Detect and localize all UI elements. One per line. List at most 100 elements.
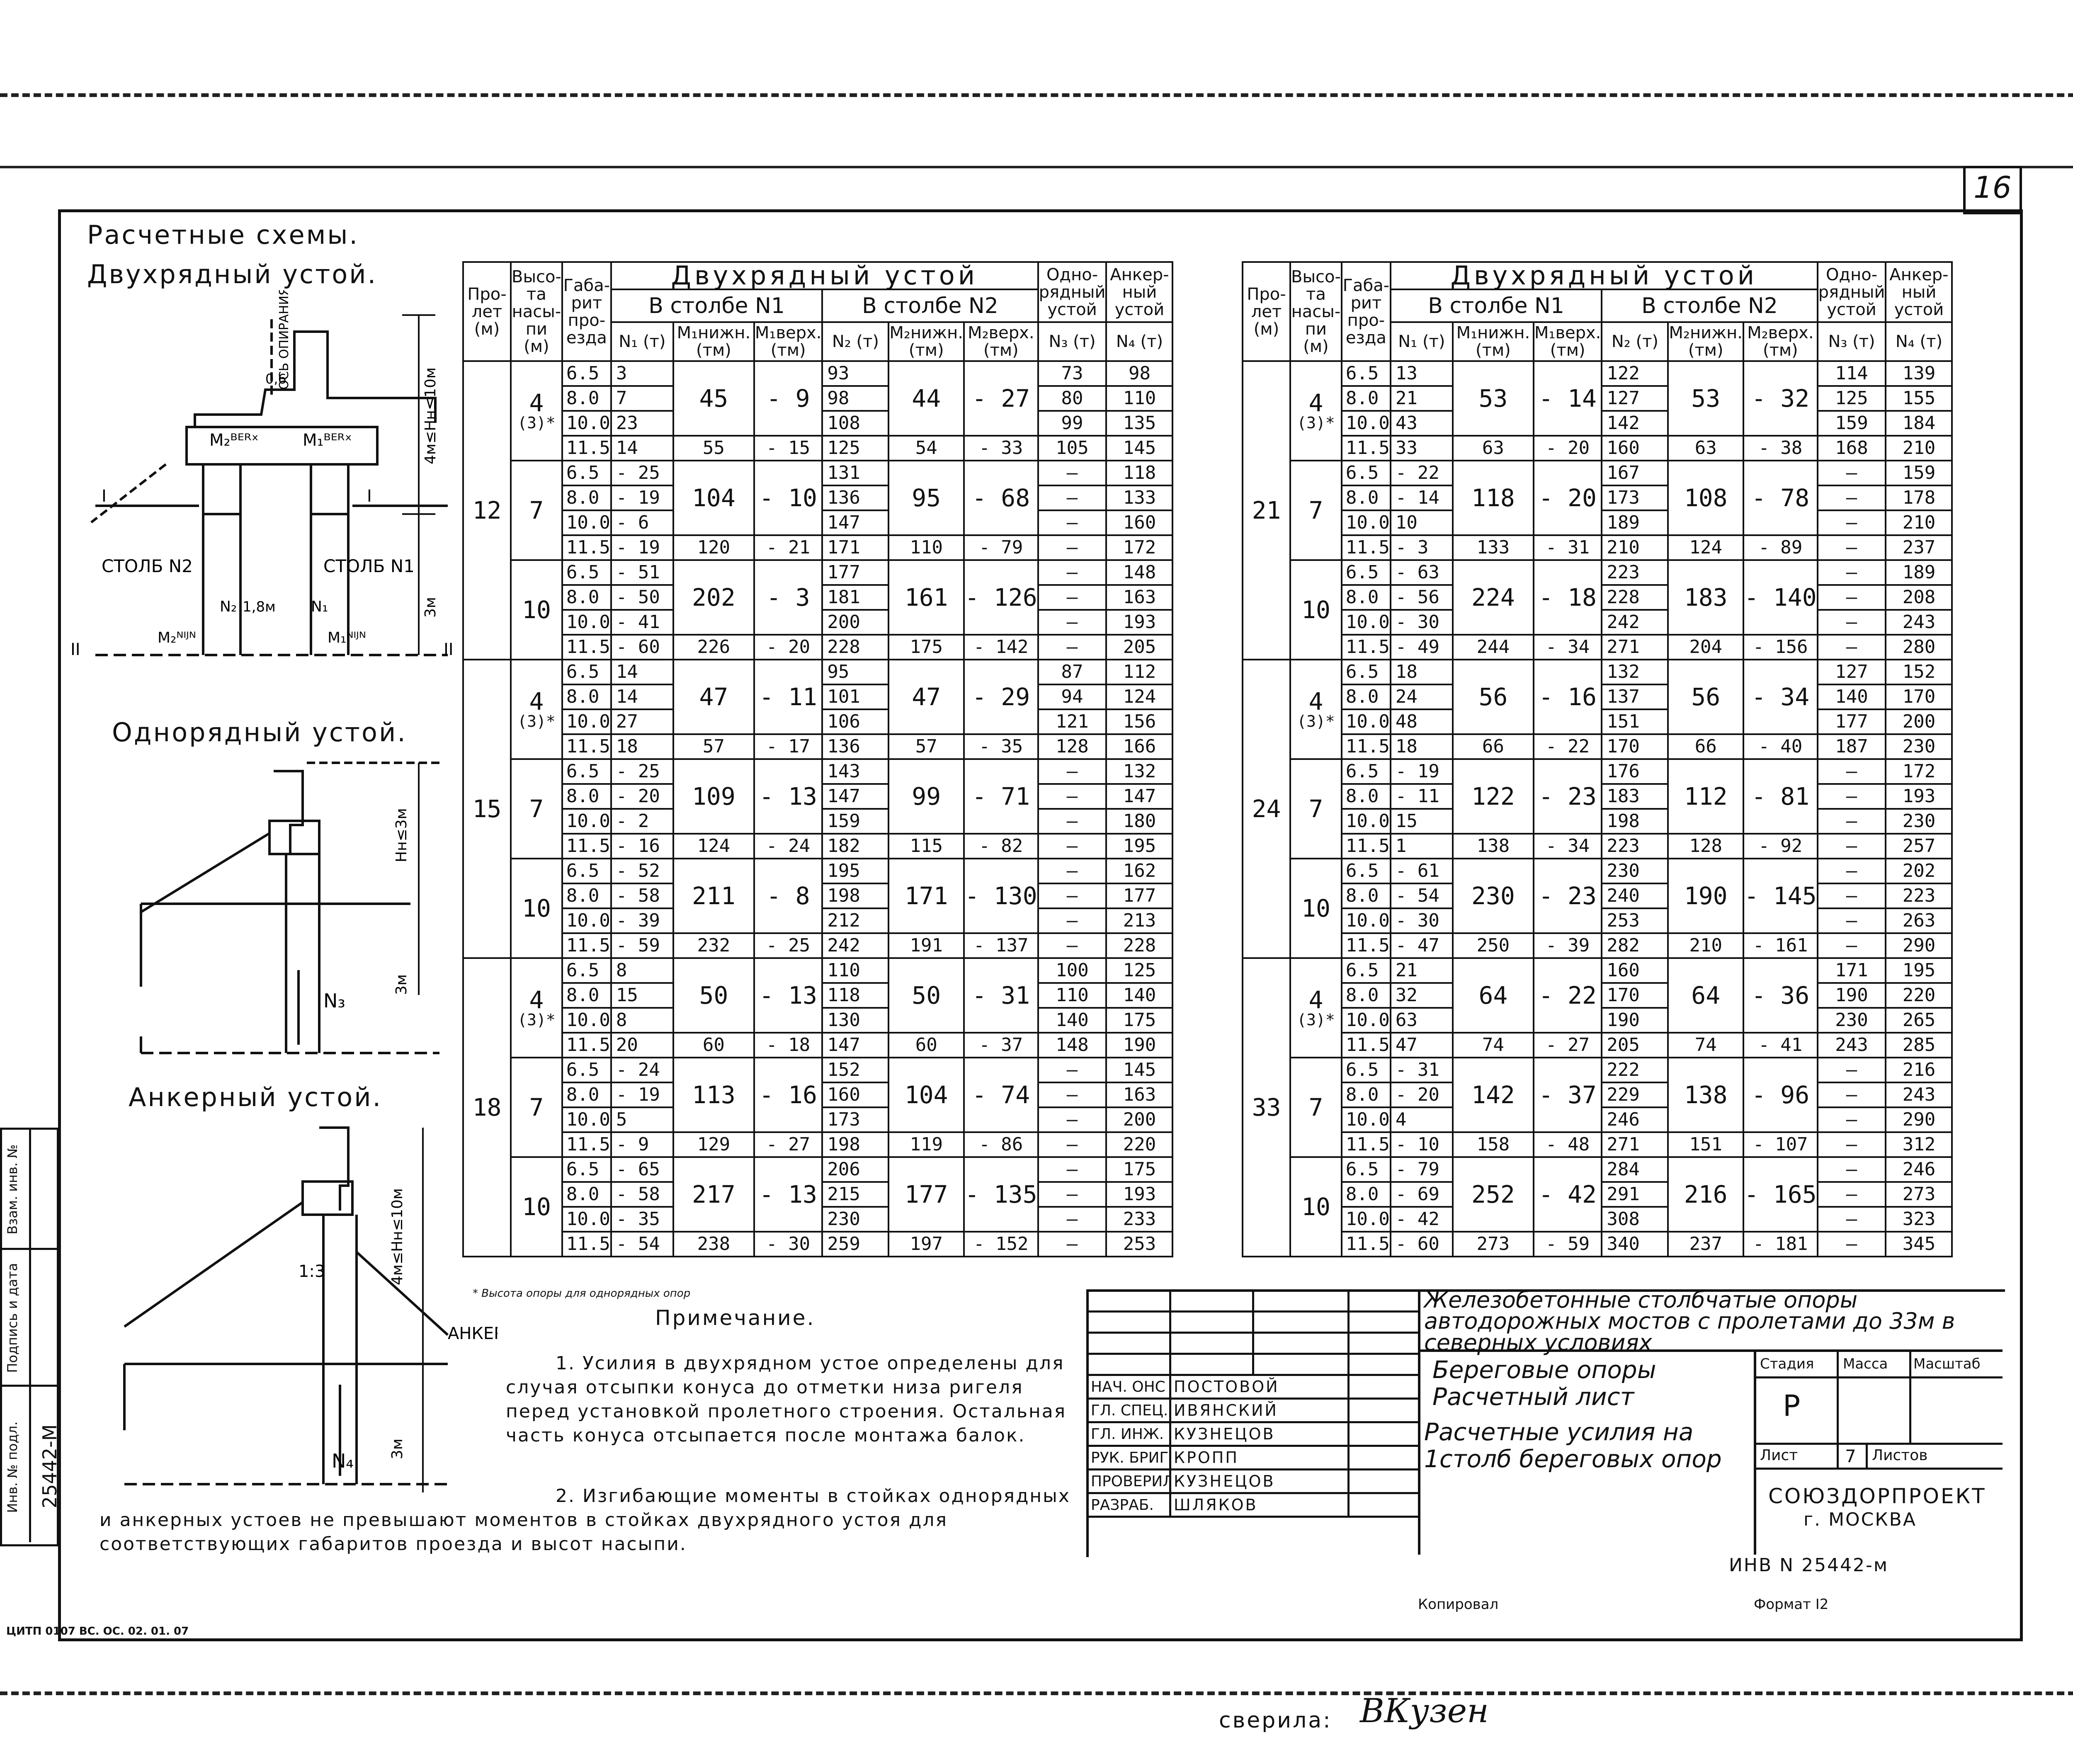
n1-value: - 19 [610,1082,674,1108]
anchor-abutment-title: Анкерный устой. [129,1082,383,1112]
m1-upper-value: - 18 [1532,559,1603,636]
clearance-value: 6.5 [1340,559,1391,586]
m2-upper-value: - 79 [963,534,1039,561]
forces-table-right: Про-лет (м)Высо-та насы-пи (м)Габа-рит п… [1242,261,1953,1257]
m1-bot-label: M₁ᴺᴵᴶᴺ [328,629,366,646]
n2-value: 223 [1601,559,1669,586]
n1-value: - 30 [1389,907,1454,934]
clearance-value: 6.5 [1340,1057,1391,1083]
clearance-value: 6.5 [561,758,612,785]
n3-value: — [1816,559,1887,586]
n4-value: 205 [1105,634,1174,660]
n3-value: — [1816,883,1887,909]
n2-value: 160 [1601,957,1669,984]
n3-value: — [1037,559,1107,586]
m2-lower-value: 119 [888,1131,965,1158]
m2-upper-value: - 74 [963,1057,1039,1133]
m1-top-label: M₁ᴮᴱᴿˣ [303,431,352,450]
m1-lower-value: 273 [1452,1231,1534,1257]
n4-value: 200 [1885,709,1953,735]
n2-value: 181 [821,584,890,611]
n1-value: 5 [610,1106,674,1133]
n2-value: 159 [821,808,890,835]
clearance-value: 11.5 [1340,833,1391,859]
m1-upper-value: - 31 [1532,534,1603,561]
clearance-value: 10.0 [1340,510,1391,536]
m1-lower-value: 224 [1452,559,1534,636]
stamp-blank-cell [1347,1289,1420,1313]
m1-lower-value: 50 [672,957,755,1034]
n1-value: - 2 [610,808,674,835]
n4-label: N₄ [332,1450,354,1472]
clearance-value: 10.0 [1340,609,1391,636]
n1-value: 8 [610,1007,674,1034]
fill-height-alt: (3)* [1297,1011,1335,1029]
n4-value: 190 [1105,1032,1174,1058]
n2-value: 242 [1601,609,1669,636]
n3-value: — [1816,1057,1887,1083]
n4-value: 208 [1885,584,1953,611]
m2-upper-value: - 32 [1743,360,1818,437]
m1-upper-value: - 20 [1532,435,1603,461]
stamp-blank-cell [1252,1310,1350,1334]
header-span: Про-лет (м) [462,261,512,362]
n3-value: 159 [1816,410,1887,437]
clearance-value: 11.5 [561,534,612,561]
header-fill-height: Высо-та насы-пи (м) [510,261,563,362]
m1-upper-value: - 23 [1532,758,1603,835]
n2-value: 228 [1601,584,1669,611]
n3-value: 110 [1037,982,1107,1009]
fill-height-value: 7 [510,460,563,561]
fill-height-main: 10 [1301,596,1330,624]
clearance-value: 6.5 [1340,858,1391,884]
m2-lower-value: 190 [1667,858,1745,934]
n3-value: — [1037,1082,1107,1108]
mass-label: Масса [1843,1356,1888,1372]
name-cell: ШЛЯКОВ [1169,1492,1350,1518]
n3-value: 73 [1037,360,1107,387]
n1-value: - 79 [1389,1156,1454,1183]
n4-value: 210 [1885,510,1953,536]
m1-upper-value: - 25 [753,932,823,959]
n1-value: - 56 [1389,584,1454,611]
n1-value: - 69 [1389,1181,1454,1208]
n1-value: - 58 [610,1181,674,1208]
n4-value: 125 [1105,957,1174,984]
m2-upper-value: - 68 [963,460,1039,536]
clearance-value: 6.5 [561,957,612,984]
slope-label: 1:3 [299,1262,325,1281]
clearance-value: 8.0 [1340,684,1391,710]
anchor-abutment-scheme: 4м≤Hн≤10м 1:3 АНКЕР 3м N₄ [123,1126,498,1492]
m1-upper-value: - 27 [1532,1032,1603,1058]
header-m1v: M₁верх.(тм) [1532,321,1603,362]
m1-lower-value: 133 [1452,534,1534,561]
n3-value: — [1816,907,1887,934]
fill-height-main: 10 [1301,894,1330,922]
m1-upper-value: - 21 [753,534,823,561]
m2-upper-value: - 135 [963,1156,1039,1233]
n2-value: 152 [821,1057,890,1083]
m2-upper-value: - 145 [1743,858,1818,934]
schemes-title: Расчетные схемы. [87,220,359,250]
n2-value: 229 [1601,1082,1669,1108]
m1-lower-value: 232 [672,932,755,959]
fill-height-value: 4(3)* [510,957,563,1058]
n1-value: 32 [1389,982,1454,1009]
span-value: 15 [462,659,512,959]
n4-value: 110 [1105,385,1174,412]
clearance-value: 10.0 [561,1206,612,1233]
inv-note: ИНВ N 25442-м [1729,1555,1889,1576]
fill-height-value: 4(3)* [510,360,563,461]
table-footnote: * Высота опоры для однорядных опор [473,1287,691,1300]
